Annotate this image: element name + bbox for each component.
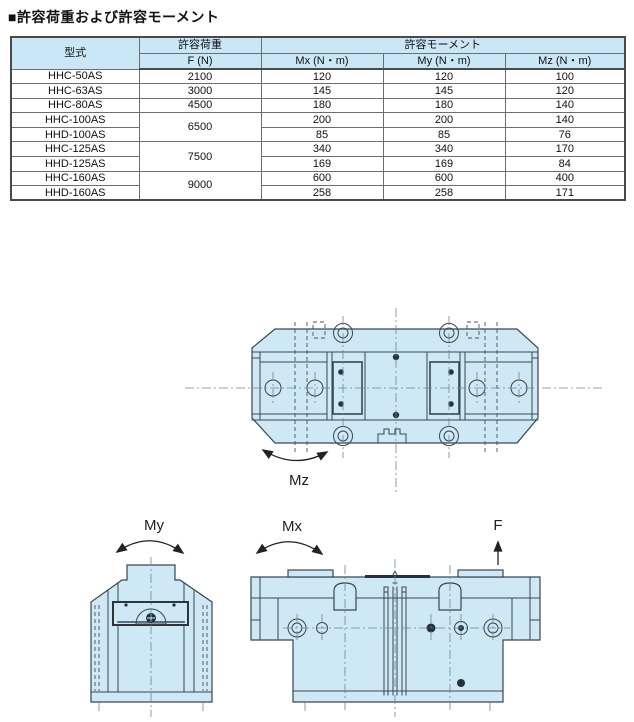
header-load-group: 許容荷重 — [138, 36, 262, 54]
model-cell: HHC-160AS — [10, 170, 140, 187]
top-view-drawing — [185, 308, 605, 492]
table-row: HHC-125AS 7500 340 340 170 — [10, 141, 626, 172]
table-row: HHC-100AS 6500 200 200 140 — [10, 112, 626, 143]
table-row: HHC-80AS 4500 180 180 140 — [10, 97, 626, 114]
side-view-drawing — [90, 540, 213, 717]
mz-cell: 171 — [504, 185, 626, 201]
model-cell: HHD-160AS — [10, 185, 140, 201]
mz-cell: 140 — [504, 97, 626, 114]
mz-cell: 84 — [504, 156, 626, 172]
mz-arrow — [261, 449, 329, 462]
my-cell: 258 — [382, 185, 506, 201]
my-label: My — [144, 517, 164, 534]
mx-cell: 169 — [260, 156, 384, 172]
model-cell: HHC-80AS — [10, 97, 140, 114]
mz-cell: 170 — [504, 141, 626, 158]
model-cell: HHC-100AS — [10, 112, 140, 128]
table-row: HHC-50AS 2100 120 120 100 — [10, 68, 626, 85]
table-header-row-units: F (N) Mx (N・m) My (N・m) Mz (N・m) — [11, 52, 626, 70]
mz-cell: 100 — [504, 68, 626, 85]
table-row: HHD-125AS 169 169 84 — [10, 156, 626, 172]
mx-cell: 180 — [260, 97, 384, 114]
table-row: HHD-160AS 258 258 171 — [10, 185, 626, 201]
my-cell: 200 — [382, 112, 506, 128]
mx-cell: 200 — [260, 112, 384, 128]
mx-cell: 600 — [260, 170, 384, 187]
front-view-drawing — [250, 540, 541, 717]
model-cell: HHD-100AS — [10, 126, 140, 143]
mx-label: Mx — [282, 518, 302, 535]
mz-cell: 76 — [504, 126, 626, 143]
page-title: ■許容荷重および許容モーメント — [8, 9, 220, 25]
header-mx-unit: Mx (N・m) — [260, 52, 384, 70]
my-cell: 180 — [382, 97, 506, 114]
allowable-load-table: 型式 許容荷重 許容モーメント F (N) Mx (N・m) My (N・m) … — [10, 36, 627, 202]
my-cell: 85 — [382, 126, 506, 143]
f-cell: 3000 — [138, 83, 262, 99]
mx-cell: 258 — [260, 185, 384, 201]
my-cell: 340 — [382, 141, 506, 158]
f-cell-merged: 6500 — [138, 112, 262, 143]
model-cell: HHC-63AS — [10, 83, 140, 99]
table-row: HHD-100AS 85 85 76 — [10, 126, 626, 143]
my-cell: 145 — [382, 83, 506, 99]
mx-arrow — [255, 541, 324, 556]
f-cell: 2100 — [138, 68, 262, 85]
f-cell-merged: 7500 — [138, 141, 262, 172]
mx-cell: 85 — [260, 126, 384, 143]
mz-label: Mz — [289, 472, 309, 489]
my-cell: 600 — [382, 170, 506, 187]
mz-cell: 140 — [504, 112, 626, 128]
table-row: HHC-160AS 9000 600 600 400 — [10, 170, 626, 201]
header-moment-group: 許容モーメント — [260, 36, 626, 54]
f-label: F — [493, 517, 503, 534]
my-arrow — [115, 540, 185, 555]
mx-cell: 145 — [260, 83, 384, 99]
header-my-unit: My (N・m) — [382, 52, 506, 70]
header-model: 型式 — [10, 36, 140, 70]
table-header-row-groups: 型式 許容荷重 許容モーメント — [10, 36, 626, 70]
my-cell: 120 — [382, 68, 506, 85]
header-f-unit: F (N) — [138, 52, 262, 70]
mz-cell: 400 — [504, 170, 626, 187]
table-row: HHC-63AS 3000 145 145 120 — [10, 83, 626, 99]
model-cell: HHC-125AS — [10, 141, 140, 158]
header-mz-unit: Mz (N・m) — [504, 52, 626, 70]
model-cell: HHD-125AS — [10, 156, 140, 172]
my-cell: 169 — [382, 156, 506, 172]
mx-cell: 340 — [260, 141, 384, 158]
f-cell: 4500 — [138, 97, 262, 114]
model-cell: HHC-50AS — [10, 68, 140, 85]
f-cell-merged: 9000 — [138, 170, 262, 201]
mx-cell: 120 — [260, 68, 384, 85]
mz-cell: 120 — [504, 83, 626, 99]
